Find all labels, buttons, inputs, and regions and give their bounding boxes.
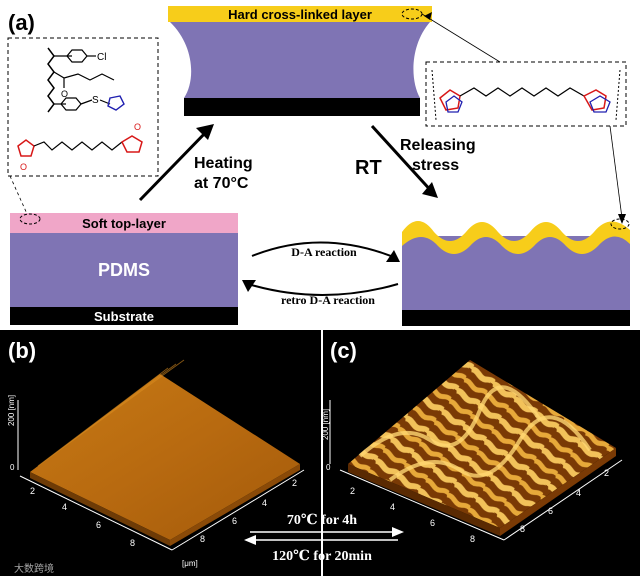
chemistry-inset-left: Cl O S O O — [7, 37, 159, 177]
svg-text:O: O — [61, 89, 68, 99]
condition-reverse: 120℃ for 20min — [272, 549, 372, 564]
releasing-label-1: Releasing — [400, 137, 476, 154]
afm-c-left-tick-4: 4 — [390, 502, 395, 512]
releasing-label-2: stress — [412, 157, 459, 174]
zoom-line-left — [9, 175, 29, 217]
heating-label-1: Heating — [194, 155, 253, 172]
afm-b-left-tick-8: 8 — [130, 538, 135, 548]
substrate-layer-left — [10, 307, 238, 325]
svg-text:O: O — [20, 162, 27, 172]
substrate-layer-right — [402, 310, 630, 326]
chemistry-inset-right — [425, 61, 627, 127]
hard-layer-label: Hard cross-linked layer — [228, 7, 372, 22]
soft-layer-label: Soft top-layer — [82, 216, 166, 231]
zoom-line-top-right-a — [421, 13, 501, 63]
afm-c-right-tick-4: 4 — [576, 488, 581, 498]
da-arrowhead — [386, 250, 400, 262]
heating-arrow — [138, 126, 212, 202]
afm-c-left-tick-2: 2 — [350, 486, 355, 496]
panel-label-c: (c) — [330, 338, 357, 363]
panel-label-a: (a) — [8, 10, 35, 35]
afm-b-right-tick-8: 8 — [200, 534, 205, 544]
wrinkled-sample — [402, 218, 630, 326]
hard-crosslinked-layer — [168, 6, 432, 22]
afm-b-left-tick-2: 2 — [30, 486, 35, 496]
zoom-marker-left — [19, 213, 41, 225]
afm-c-right-tick-2: 2 — [604, 468, 609, 478]
stretched-pdms — [170, 22, 430, 98]
afm-c-right-tick-6: 6 — [548, 506, 553, 516]
retro-da-arrow — [247, 283, 399, 296]
reverse-arrowhead — [244, 535, 256, 545]
afm-b-left-tick-4: 4 — [62, 502, 67, 512]
stretched-substrate — [184, 98, 420, 116]
afm-c-right-tick-8: 8 — [520, 524, 525, 534]
heating-label-2: at 70°C — [194, 175, 249, 192]
zoom-line-right — [609, 125, 623, 219]
substrate-label: Substrate — [94, 309, 154, 324]
forward-arrowhead — [392, 527, 404, 537]
zoom-marker-right — [610, 218, 630, 230]
rt-label: RT — [355, 157, 382, 179]
pdms-label: PDMS — [98, 260, 150, 280]
zoom-arrow-top-right — [424, 12, 432, 20]
wrinkled-layer — [402, 221, 630, 254]
afm-c-z-tick: 0 — [326, 463, 331, 472]
afm-b-left-tick-6: 6 — [96, 520, 101, 530]
afm-c-left-tick-8: 8 — [470, 534, 475, 544]
condition-forward: 70℃ for 4h — [287, 513, 357, 528]
soft-top-layer — [10, 213, 238, 233]
svg-text:O: O — [134, 122, 141, 132]
rt-arrow — [370, 124, 436, 196]
panel-label-b: (b) — [8, 338, 36, 363]
da-label: D-A reaction — [291, 245, 357, 259]
chem-s-label: S — [92, 95, 99, 106]
rt-arrowhead — [422, 182, 438, 198]
afm-b-z-label: 200 [nm] — [7, 395, 16, 426]
afm-image-flat — [17, 359, 305, 551]
watermark: 大数跨境 — [14, 562, 54, 575]
da-arrow — [251, 241, 397, 259]
afm-b-z-tick: 0 — [10, 463, 15, 472]
afm-b-right-tick-2: 2 — [292, 478, 297, 488]
pdms-layer-left — [10, 233, 238, 307]
afm-b-unit: [μm] — [182, 559, 198, 568]
afm-c-z-label: 200 [nm] — [321, 409, 330, 440]
flat-sample: Soft top-layer PDMS Substrate — [10, 213, 238, 325]
afm-image-wrinkled — [329, 360, 623, 541]
retro-da-arrowhead — [242, 280, 256, 292]
heating-arrowhead — [196, 124, 214, 140]
chem-cl-label: Cl — [97, 52, 106, 63]
retro-da-label: retro D-A reaction — [281, 293, 375, 307]
afm-c-left-tick-6: 6 — [430, 518, 435, 528]
stretched-sample: Hard cross-linked layer — [168, 6, 432, 116]
afm-b-right-tick-6: 6 — [232, 516, 237, 526]
afm-b-right-tick-4: 4 — [262, 498, 267, 508]
